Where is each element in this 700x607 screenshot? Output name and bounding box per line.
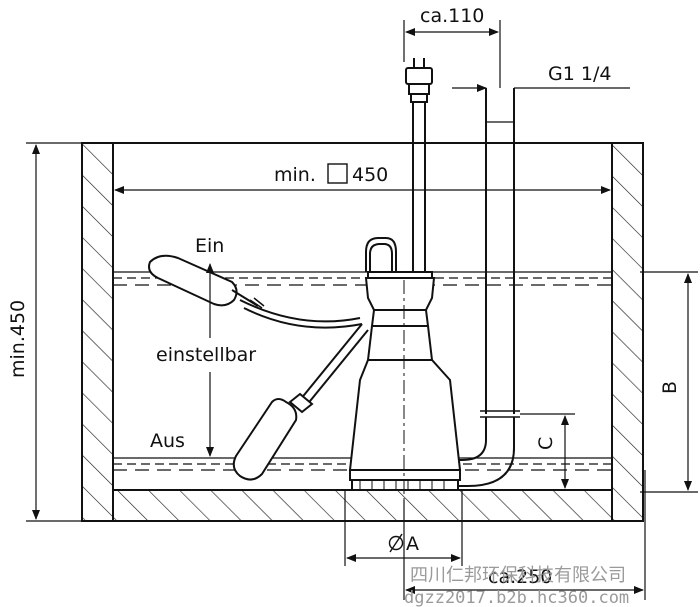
dim-cable-offset	[403, 20, 501, 88]
power-cable	[405, 58, 433, 272]
dim-cable-offset-label: ca.110	[420, 5, 484, 27]
dim-outlet-thread-label: G1 1/4	[548, 63, 611, 85]
float-switch-upper	[148, 254, 363, 329]
dim-min-width-value: 450	[352, 164, 388, 186]
discharge-pipe	[458, 88, 520, 487]
dim-min-width-prefix: min.	[274, 164, 316, 186]
dim-height-c-label: C	[535, 437, 557, 450]
dim-diameter-a-label: A	[406, 533, 419, 555]
pump-body	[348, 237, 462, 500]
dim-height-c	[520, 413, 575, 489]
dim-min-width	[114, 163, 611, 194]
label-switch-on: Ein	[195, 235, 224, 257]
watermark-url: dgzz2017.b2b.hc360.com	[404, 588, 629, 607]
dim-height-b-label: B	[659, 381, 681, 394]
watermark-company: 四川仁邦环保科技有限公司	[410, 565, 626, 586]
label-switch-off: Aus	[150, 430, 185, 452]
float-switch-lower	[232, 323, 369, 481]
label-adjustable: einstellbar	[156, 344, 256, 366]
dim-height-b	[640, 271, 698, 493]
dim-min-height-label: min.450	[7, 300, 29, 378]
dim-min-height	[26, 142, 82, 522]
dim-overall-width	[403, 470, 646, 600]
dim-overall-width-label: ca.250	[488, 566, 552, 588]
